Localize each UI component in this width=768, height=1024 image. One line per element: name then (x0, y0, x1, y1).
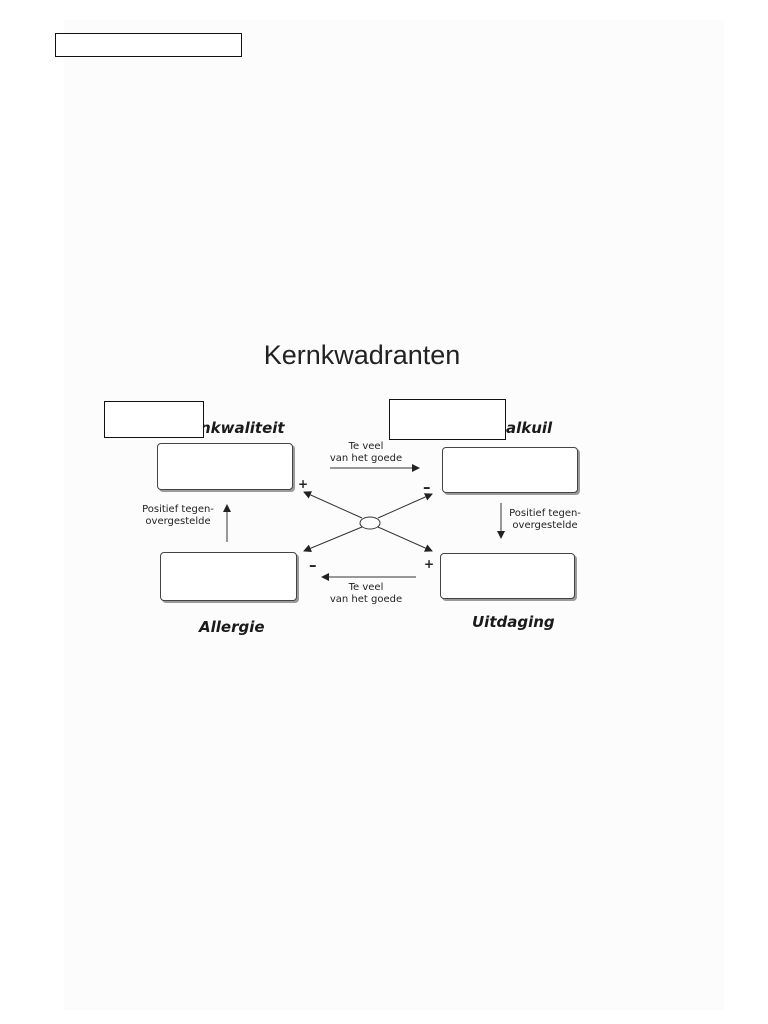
diagonal-to-bottom-left (303, 526, 363, 553)
positive-opposite-left-line2: overgestelde (145, 516, 211, 527)
positive-opposite-left: Positief tegen- overgestelde (128, 504, 228, 528)
pitfall-box (442, 447, 578, 493)
diagonal-to-top-left (303, 491, 363, 519)
redaction-box-left (104, 401, 204, 438)
positive-opposite-right: Positief tegen- overgestelde (500, 508, 590, 532)
plus-sign-top-left: + (298, 477, 309, 491)
too-much-of-good-bottom-line2: van het goede (329, 594, 403, 605)
diagram-title: Kernkwadranten (0, 340, 730, 371)
positive-opposite-right-line2: overgestelde (512, 520, 578, 531)
challenge-label: Uitdaging (472, 613, 555, 631)
too-much-of-good-top-line2: van het goede (329, 453, 403, 464)
diagonal-to-bottom-right (377, 526, 433, 552)
minus-sign-bottom-left: – (309, 556, 317, 574)
diagonal-to-top-right (377, 493, 433, 519)
plus-sign-bottom-right: + (424, 557, 435, 571)
challenge-box (440, 553, 575, 599)
too-much-of-good-bottom-line1: Te veel (348, 582, 384, 593)
allergy-label: Allergie (199, 618, 265, 636)
too-much-of-good-top-line1: Te veel (348, 441, 384, 452)
too-much-of-good-top: Te veel van het goede (316, 441, 416, 465)
allergy-box (160, 552, 297, 601)
positive-opposite-left-line1: Positief tegen- (142, 504, 214, 515)
core-quality-box (157, 443, 293, 490)
diagram-title-text: Kernkwadranten (263, 340, 461, 370)
too-much-of-good-bottom: Te veel van het goede (316, 582, 416, 606)
positive-opposite-right-line1: Positief tegen- (509, 508, 581, 519)
redaction-box-right (389, 399, 506, 440)
center-ellipse (359, 516, 381, 530)
scanned-page (64, 20, 724, 1010)
pitfall-label: alkuil (506, 419, 553, 437)
minus-sign-top-right: – (423, 478, 431, 496)
redaction-box-header (55, 33, 242, 57)
core-quality-label: nkwaliteit (200, 419, 285, 437)
